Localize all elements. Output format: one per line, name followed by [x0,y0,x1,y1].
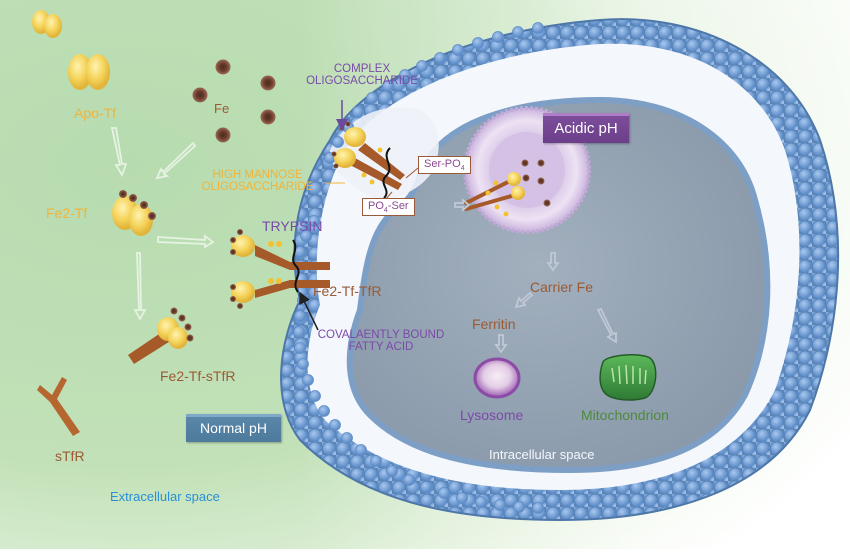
fatty-acid-label: COVALAENTLY BOUND FATTY ACID [306,329,456,353]
free-iron-atoms [192,59,276,143]
lysosome-organelle [473,357,521,399]
ferritin-label: Ferritin [472,316,516,332]
po4-ser-prefix: PO [368,200,384,212]
stfr-molecule [37,377,80,436]
pathway-arrows [110,127,617,354]
carrier-fe-label: Carrier Fe [530,279,594,295]
po4-ser-box: PO4-Ser [362,198,415,217]
ser-po4-subscript: 4 [460,165,465,173]
fe2-tf-tfr-label: Fe2-Tf-TfR [313,283,382,299]
high-mannose-line1: HIGH MANNOSE [212,169,303,181]
mitochondrion-label: Mitochondrion [581,407,669,423]
cytoplasm [346,96,771,474]
pocket-receptor-complex [331,121,405,199]
extracellular-space-label: Extracellular space [110,489,220,504]
ser-po4-pointer [405,167,419,179]
high-mannose-label: HIGH MANNOSE OLIGOSACCHARIDE [190,169,325,193]
complex-oligosaccharide-label: COMPLEX OLIGOSACCHARIDE [306,63,418,87]
lysosome-label: Lysosome [460,407,524,423]
apo-tf-molecule [32,10,110,90]
po4-ser-subscript: 4 [383,207,388,215]
complex-oligosaccharide-line2: OLIGOSACCHARIDE [306,75,418,88]
fatty-acid-pointer [299,291,319,331]
stfr-label: sTfR [55,448,85,464]
ser-po4-text: Ser-PO [424,158,461,170]
normal-ph-badge: Normal pH [186,414,281,442]
mitochondrion-organelle [599,354,657,401]
lipid-heads-left [293,22,544,514]
fe-label: Fe [214,101,230,116]
intracellular-space-label: Intracellular space [489,447,595,462]
fatty-acid-line1: COVALAENTLY BOUND [317,329,445,341]
fe2-tf-molecule [112,190,156,236]
fatty-acid-line2: FATTY ACID [348,341,414,354]
fe2-tf-stfr-label: Fe2-Tf-sTfR [160,368,236,384]
po4-ser-suffix: -Ser [387,200,409,212]
fe2-tf-stfr-molecule [128,307,194,364]
fe2-tf-label: Fe2-Tf [46,205,88,221]
acidic-ph-badge: Acidic pH [543,113,629,143]
complex-oligosaccharide-line1: COMPLEX [333,63,391,75]
trypsin-label: TRYPSIN [262,218,323,234]
ser-po4-box: Ser-PO4 [418,156,471,175]
fe2-tf-tfr-complex [230,229,330,309]
high-mannose-line2: OLIGOSACCHARIDE [201,181,314,194]
apo-tf-label: Apo-Tf [74,105,117,121]
